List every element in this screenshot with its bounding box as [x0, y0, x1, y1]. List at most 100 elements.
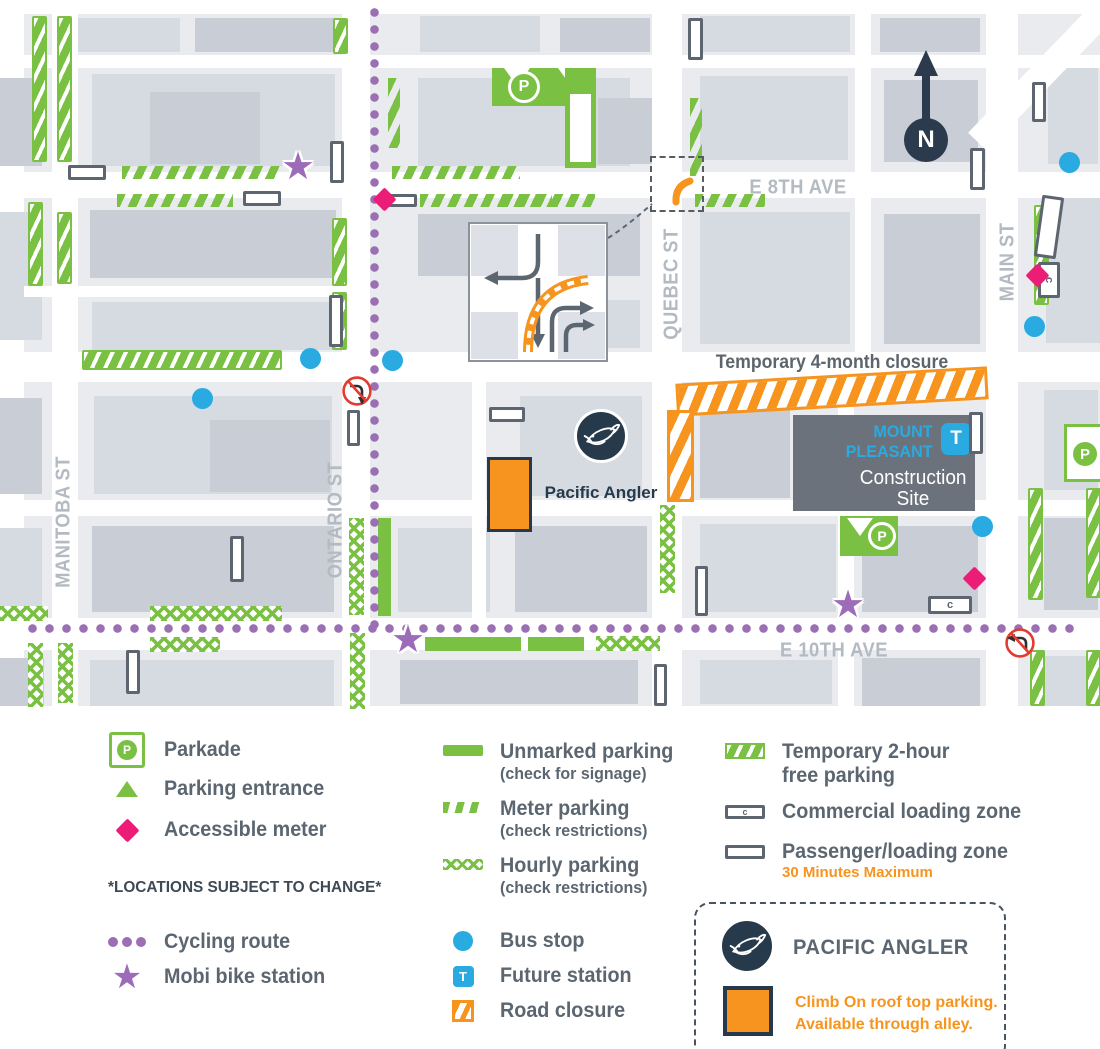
building — [210, 420, 330, 492]
hourly-parking-zone — [660, 505, 675, 593]
legend-item-passenger-zone: Passenger/loading zone — [722, 840, 1022, 864]
temporary-2hr-parking-zone — [82, 350, 282, 370]
building — [700, 524, 836, 612]
legend-item-accessible-meter: Accessible meter — [104, 817, 337, 843]
legend-item-meter-parking: Meter parking (check restrictions) — [440, 797, 657, 841]
building — [90, 210, 336, 278]
parkade-p-badge: P — [1070, 439, 1100, 469]
legend-item-parkade: P Parkade — [104, 732, 246, 768]
passenger-loading-zone — [243, 191, 281, 206]
road-closure-band — [667, 410, 694, 502]
meter-parking-zone — [505, 194, 595, 207]
parkade: P — [840, 516, 898, 556]
passenger-loading-zone — [969, 412, 983, 454]
bus-stop-marker — [382, 350, 403, 371]
accessible-meter-icon — [114, 817, 140, 843]
building — [60, 18, 180, 52]
mobi-star-icon: ★ — [111, 958, 143, 996]
temporary-2hr-parking-zone — [57, 16, 72, 162]
parkade-icon: P — [109, 732, 145, 768]
passenger-loading-zone — [489, 407, 525, 422]
climb-on-line1: Climb On roof top parking. — [795, 994, 998, 1011]
building — [700, 16, 850, 52]
callout-connector-line — [604, 200, 656, 242]
future-station-legend-icon: T — [452, 965, 474, 987]
construction-site-label: Construction Site — [859, 467, 967, 510]
cycling-route-icon — [108, 937, 146, 947]
street — [24, 286, 346, 297]
bus-stop-marker — [1059, 152, 1080, 173]
building — [884, 214, 980, 344]
pacific-angler-legend-logo — [719, 918, 775, 974]
meter-parking-zone — [122, 166, 280, 179]
hourly-parking-zone — [596, 636, 660, 651]
building — [700, 212, 850, 344]
passenger-loading-zone — [1032, 82, 1046, 122]
pacific-angler-callout — [694, 902, 1006, 1049]
passenger-loading-zone — [347, 410, 360, 446]
passenger-zone-icon — [725, 845, 765, 859]
hourly-parking-zone — [0, 606, 48, 621]
hourly-parking-zone — [349, 518, 364, 615]
closed-turn-icon — [670, 176, 696, 206]
building — [195, 18, 340, 52]
street — [24, 55, 1100, 68]
no-left-turn-sign — [1004, 627, 1036, 659]
compass-north-badge: N — [904, 118, 948, 162]
legend-item-bus-stop: Bus stop — [440, 929, 590, 953]
building — [0, 398, 42, 494]
legend-item-road-closure: Road closure — [440, 999, 633, 1023]
temporary-2hr-parking-zone — [333, 18, 348, 54]
pacific-angler-label: Pacific Angler — [544, 483, 658, 502]
temporary-2hr-parking-zone — [32, 16, 47, 162]
building — [700, 76, 848, 160]
building — [92, 302, 334, 350]
building — [1048, 68, 1098, 164]
building — [515, 526, 647, 612]
cycling-route — [28, 624, 1080, 633]
fish-icon — [583, 423, 621, 446]
fish-icon — [729, 933, 767, 956]
passenger-loading-zone — [970, 148, 985, 190]
building — [0, 528, 42, 612]
parkade: P — [492, 68, 596, 168]
building — [880, 18, 980, 52]
compass-letter: N — [917, 126, 935, 153]
passenger-loading-zone — [126, 650, 140, 694]
temporary-2hr-parking-zone — [1030, 650, 1045, 706]
closure-callout-box — [650, 156, 704, 212]
building — [150, 92, 260, 164]
cycling-route — [370, 8, 379, 632]
temporary-2hr-swatch — [725, 743, 765, 759]
meter-parking-zone — [695, 194, 765, 207]
mobi-station-marker: ★ — [281, 146, 316, 188]
pacific-angler-marker — [574, 409, 628, 463]
legend-item-unmarked-parking: Unmarked parking (check for signage) — [440, 740, 684, 784]
closure-label: Temporary 4-month closure — [715, 352, 949, 373]
parkade-interior — [570, 94, 591, 162]
passenger-loading-zone — [329, 295, 343, 347]
temporary-2hr-parking-zone — [28, 202, 43, 286]
temporary-2hr-parking-zone — [1028, 488, 1043, 600]
street-label: E 10TH AVE — [780, 639, 888, 662]
passenger-loading-zone — [330, 141, 344, 183]
street-label: E 8TH AVE — [749, 176, 847, 199]
unmarked-parking-swatch — [443, 745, 483, 756]
passenger-zone-limit: 30 Minutes Maximum — [782, 864, 933, 881]
building — [420, 16, 540, 52]
building — [400, 660, 638, 704]
passenger-loading-zone — [230, 536, 244, 582]
hourly-parking-zone — [28, 643, 43, 707]
unmarked-parking-zone — [425, 637, 521, 651]
street — [472, 382, 486, 618]
legend-item-parking-entrance: Parking entrance — [104, 777, 334, 801]
mobi-station-marker: ★ — [831, 584, 866, 626]
meter-parking-zone — [388, 78, 400, 148]
building — [92, 526, 334, 612]
hourly-parking-zone — [150, 606, 282, 621]
parkade: P — [1064, 424, 1100, 482]
road-closure-icon — [452, 1000, 474, 1022]
bus-stop-marker — [192, 388, 213, 409]
